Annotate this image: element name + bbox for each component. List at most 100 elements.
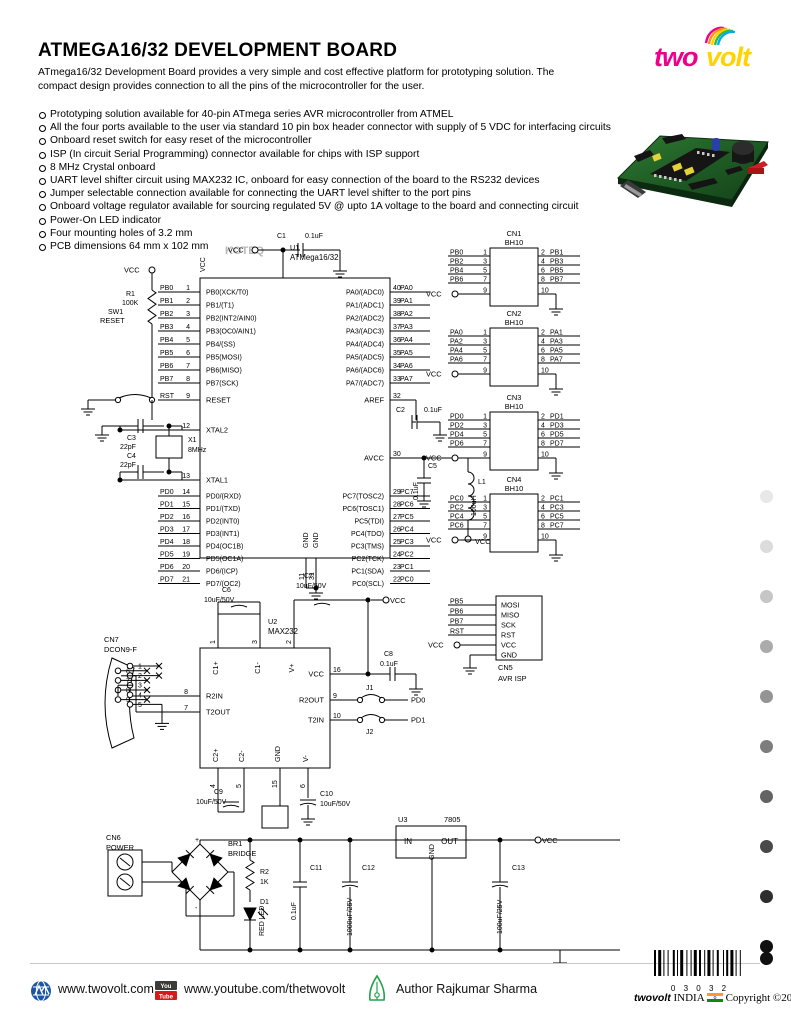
gradient-dot bbox=[760, 490, 773, 503]
mcu-pin-label-portc: PC6(TOSC1) bbox=[343, 506, 385, 513]
connector-type: BH10 bbox=[505, 318, 524, 327]
l1-vcc-label: VCC bbox=[475, 537, 491, 546]
net-label-portc: PC6 bbox=[400, 502, 414, 509]
net-label-left: PB5 bbox=[160, 350, 173, 357]
r2-val: 1K bbox=[260, 879, 269, 886]
conn-net-right: PA7 bbox=[550, 357, 563, 364]
net-label-right: PA0 bbox=[400, 285, 413, 292]
resistor-zigzag bbox=[245, 859, 255, 891]
switch-actuator bbox=[360, 694, 382, 699]
cap-plate-curved bbox=[299, 802, 317, 806]
cn6-name: POWER bbox=[106, 843, 134, 852]
junction bbox=[429, 947, 435, 953]
copyright-line: twovolt INDIA Copyright ©2005 bbox=[634, 992, 791, 1004]
footer-divider bbox=[30, 963, 760, 964]
junction bbox=[247, 947, 253, 953]
cap-plate-curved bbox=[491, 884, 509, 888]
mcu-pin-label-portc: PC7(TOSC2) bbox=[343, 494, 385, 501]
c13-ref: C13 bbox=[512, 865, 525, 872]
pin-number-portc: 25 bbox=[393, 539, 401, 546]
max232-vcc-pin: 16 bbox=[333, 667, 341, 674]
j2-net: PD1 bbox=[411, 716, 425, 725]
max232-part: MAX232 bbox=[268, 627, 298, 636]
max232-body bbox=[199, 647, 331, 769]
sw1-label: RESET bbox=[100, 316, 125, 325]
intro-paragraph: ATmega16/32 Development Board provides a… bbox=[38, 67, 555, 92]
conn-net-left: PD2 bbox=[450, 423, 464, 430]
pin-number-portc: 29 bbox=[393, 489, 401, 496]
conn-pin-left: 7 bbox=[483, 357, 487, 364]
db9-pin-number: 7 bbox=[126, 678, 130, 685]
conn-pin-right: 6 bbox=[541, 348, 545, 355]
bridge-diode bbox=[177, 877, 191, 891]
net-label-left: PB2 bbox=[160, 311, 173, 318]
c6-ref: C6 bbox=[222, 587, 231, 594]
conn-vcc-port bbox=[451, 290, 459, 298]
mcu-pin-label-portc: PC4(TDO) bbox=[351, 531, 384, 538]
feature-item: UART level shifter circuit using MAX232 … bbox=[38, 174, 638, 187]
connector-body-CN3 bbox=[489, 411, 539, 471]
pin-number-avcc: 30 bbox=[393, 451, 401, 458]
max232-vcc-net-label: VCC bbox=[390, 596, 406, 605]
max232-t2out-label: T2OUT bbox=[206, 708, 231, 717]
pin-number-left: 2 bbox=[186, 298, 190, 305]
mcu-pin-label-portd: PD7/(OC2) bbox=[206, 581, 241, 588]
connector-body-CN1 bbox=[489, 247, 539, 307]
conn-pin-vcc: 9 bbox=[483, 288, 487, 295]
gradient-dot bbox=[760, 540, 773, 553]
max232-top-pin: 2 bbox=[286, 640, 293, 644]
mcu-body bbox=[199, 277, 391, 559]
c9-val: 10uF/50V bbox=[196, 799, 227, 806]
conn-pin-vcc: 9 bbox=[483, 452, 487, 459]
vcc-label-top: VCC bbox=[228, 246, 244, 255]
connector-body-CN4 bbox=[489, 493, 539, 553]
net-label-portc: PC7 bbox=[400, 489, 414, 496]
isp-vcc-port bbox=[453, 641, 461, 649]
svg-text:Tube: Tube bbox=[159, 994, 174, 1000]
conn-net-left: PC4 bbox=[450, 514, 464, 521]
barcode-bars bbox=[654, 950, 741, 976]
conn-net-right: PC7 bbox=[550, 523, 564, 530]
max232-bot-pin: 15 bbox=[272, 780, 279, 788]
conn-vcc-label: VCC bbox=[426, 536, 442, 545]
db9-pin-hole bbox=[114, 667, 122, 675]
youtube-link[interactable]: www.youtube.com/thetwovolt bbox=[184, 982, 346, 996]
max232-top-label: C1+ bbox=[211, 661, 220, 674]
max232-top-label: C1- bbox=[253, 662, 262, 674]
mcu-vcc-label: VCC bbox=[200, 257, 207, 272]
pin-number-gnd: 11 bbox=[299, 573, 306, 580]
conn-pin-right: 6 bbox=[541, 268, 545, 275]
pin-number-portd: 21 bbox=[182, 577, 190, 584]
pin-number-portd: 14 bbox=[182, 489, 190, 496]
bridge-diode-bar bbox=[205, 885, 215, 895]
cap-plate-curved bbox=[230, 604, 248, 608]
net-label-portc: PC4 bbox=[400, 527, 414, 534]
conn-pin-right: 6 bbox=[541, 432, 545, 439]
pcb-photo bbox=[616, 134, 769, 207]
conn-pin-right: 2 bbox=[541, 496, 545, 503]
conn-net-right: PD5 bbox=[550, 432, 564, 439]
globe-icon bbox=[31, 980, 51, 1002]
sw1-ref: SW1 bbox=[108, 309, 123, 316]
net-label-portc: PC3 bbox=[400, 539, 414, 546]
c10-val: 10uF/50V bbox=[320, 801, 351, 808]
pin-number-right: 38 bbox=[393, 311, 401, 318]
copyright-brand: twovolt bbox=[634, 992, 671, 1004]
net-label-portc: PC1 bbox=[400, 564, 414, 571]
pin-number-right: 39 bbox=[393, 298, 401, 305]
mcu-pin-label-right: PA1/(ADC1) bbox=[346, 303, 384, 310]
bridge-diode bbox=[177, 853, 191, 867]
pin-number-portd: 17 bbox=[182, 527, 190, 534]
conn-vcc-port bbox=[451, 454, 459, 462]
website-link[interactable]: www.twovolt.com bbox=[58, 982, 154, 996]
cap-plate-curved bbox=[222, 804, 240, 808]
net-label-portd: PD2 bbox=[160, 514, 174, 521]
mcu-gnd-label: GND bbox=[313, 532, 320, 548]
db9-nc-cross bbox=[143, 686, 151, 694]
u3-part: 7805 bbox=[444, 815, 460, 824]
net-label-portd: PD7 bbox=[160, 577, 174, 584]
conn-net-right: PD3 bbox=[550, 423, 564, 430]
conn-pin-right: 2 bbox=[541, 414, 545, 421]
connector-ref: CN2 bbox=[507, 309, 522, 318]
